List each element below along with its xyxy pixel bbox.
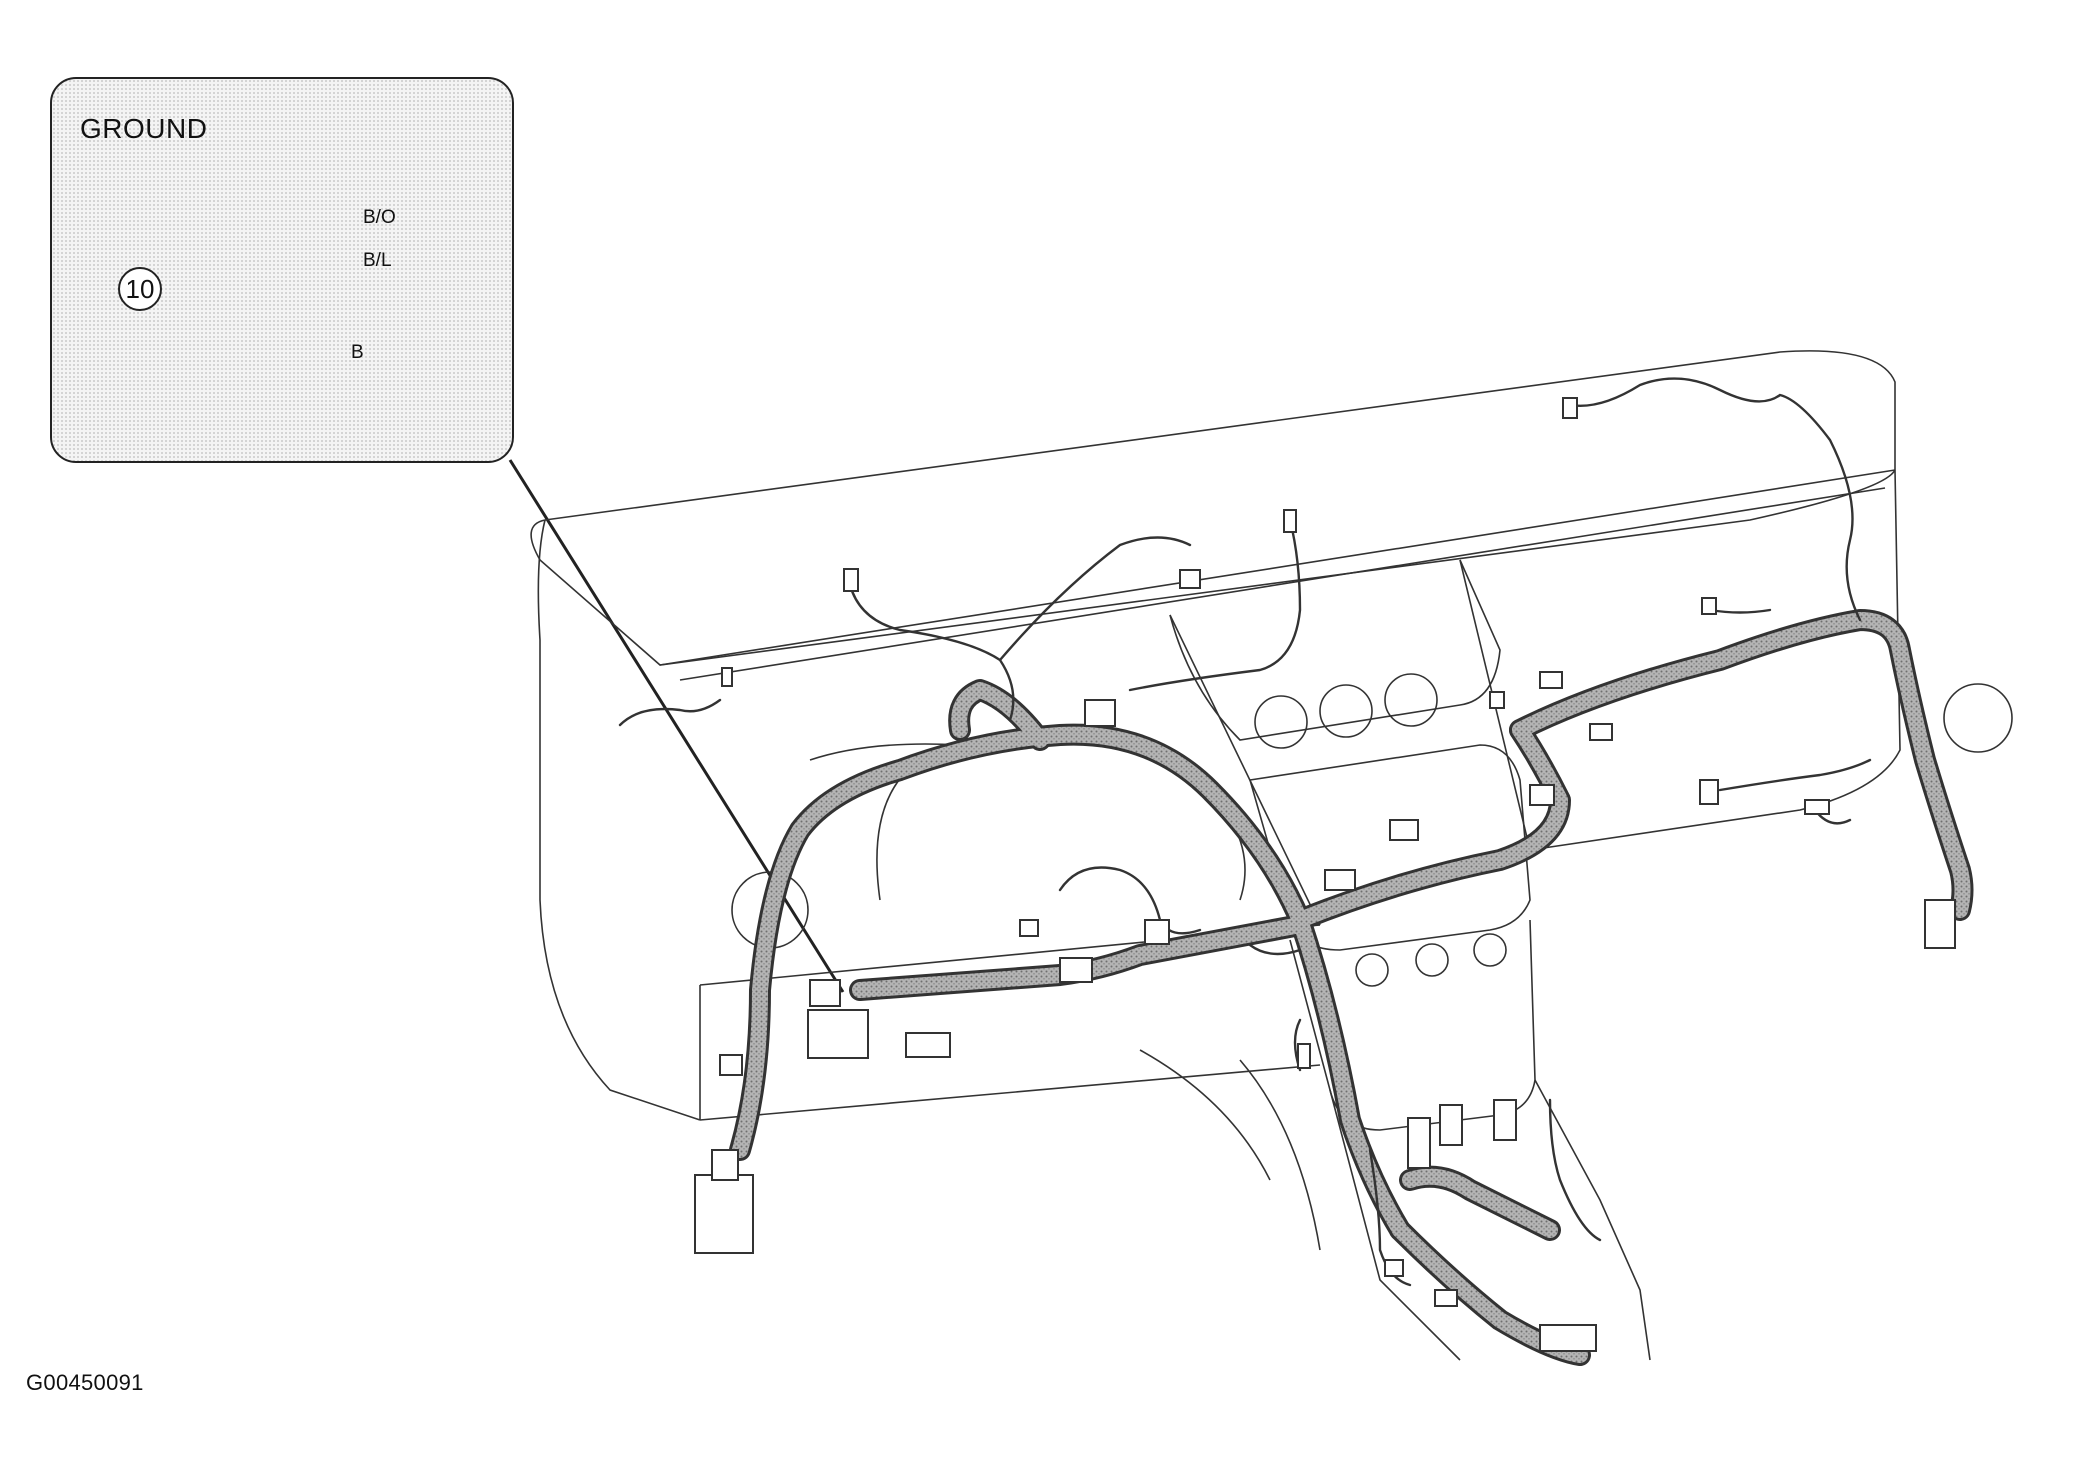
callout-number: 10: [118, 267, 162, 311]
wire-code-label: B/O: [363, 207, 396, 228]
connectors: [694, 397, 1956, 1352]
ground-leader-line: [508, 459, 845, 993]
main-harness: [729, 609, 1974, 1366]
wire-code-label: B/L: [363, 250, 392, 271]
ground-inset-panel: GROUND 10 B/O B/L B: [50, 77, 514, 463]
inset-title: GROUND: [80, 113, 208, 144]
figure-id: G00450091: [26, 1370, 144, 1395]
wire-code-label: B: [351, 342, 364, 363]
branch-wires: [618, 377, 1872, 1287]
